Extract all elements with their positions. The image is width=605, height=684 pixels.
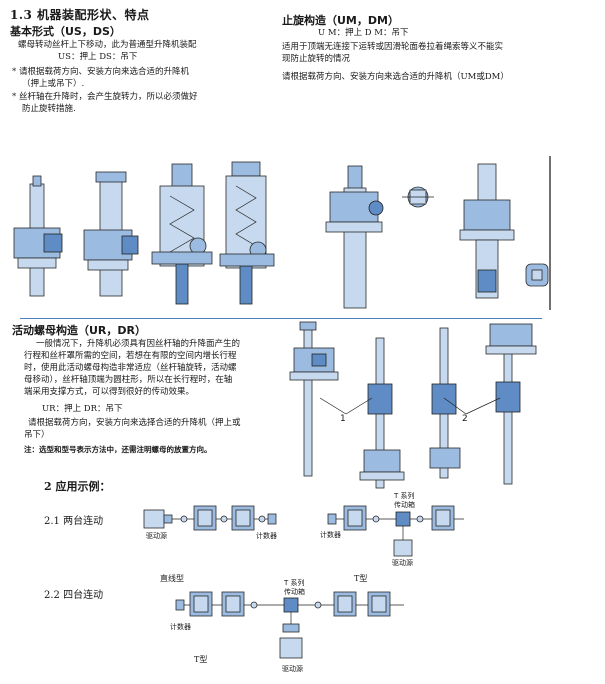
basic-form-title: 基本形式（US，DS）: [10, 25, 121, 38]
anti-rotation-title: 止旋构造（UM，DM）: [282, 14, 399, 27]
t-type-label-2: T型: [194, 655, 208, 664]
drive-source-label-2: 驱动源: [392, 559, 413, 567]
basic-note-2a: * 丝杆轴在升降时，会产生旋转力，所以必须做好: [12, 92, 198, 102]
counter-label: 计数器: [256, 532, 277, 540]
moving-p5: 端采用支撑方式，可以得到很好的传动效果。: [24, 387, 195, 397]
four-unit-t-diagram: [175, 591, 404, 659]
subsection-2-2: 2.2 四台连动: [44, 590, 104, 601]
anti-line-4: 请根据载荷方向、安装方向来选合适的升降机（UM或DM）: [282, 72, 509, 82]
t-type-label: T型: [354, 574, 368, 583]
basic-note-1a: * 请根据载荷方向、安装方向来选合适的升降机: [12, 67, 189, 77]
basic-line-1: 螺母转动丝杆上下移动，此为普通型升降机装配: [18, 40, 197, 50]
moving-p6: UR：押上 DR：吊下: [42, 404, 123, 414]
moving-nut-title: 活动螺母构造（UR，DR）: [12, 324, 147, 337]
counter-label-2: 计数器: [320, 531, 341, 539]
callout-2: 2: [462, 414, 468, 424]
counter-label-3: 计数器: [170, 623, 191, 631]
t-box-label-2b: 传动箱: [284, 588, 305, 596]
basic-note-1b: （押上或吊下）.: [22, 79, 85, 89]
straight-type-label: 直线型: [160, 574, 184, 583]
moving-p2: 行程和丝杆罩所需的空间，若想在有限的空间内增长行程: [24, 351, 237, 361]
section-heading-2: 2 应用示例：: [44, 480, 111, 493]
section-heading-1-3: 1.3 机器装配形状、特点: [10, 8, 150, 22]
moving-p1: 一般情况下，升降机必须具有因丝杆轴的升降面产生的: [36, 339, 241, 349]
moving-p8: 吊下）: [24, 430, 50, 440]
two-unit-straight-diagram: [143, 505, 277, 531]
two-unit-t-diagram: [327, 505, 464, 557]
anti-line-2: 适用于顶端无连接下运转或因滑轮面卷拉着绳索等义不能实: [282, 42, 504, 52]
basic-line-2: US：押上 DS：吊下: [58, 52, 138, 62]
moving-p7: 请根据载荷方向，安装方向来选择合适的升降机（押上或: [28, 418, 241, 428]
t-box-label-2a: T 系列: [284, 579, 305, 587]
anti-line-1: U M：押上 D M：吊下: [318, 28, 409, 38]
moving-p3: 时，使用此活动螺母构造非常适应（丝杆轴旋转，活动螺: [24, 363, 237, 373]
t-box-label-b: 传动箱: [394, 501, 415, 509]
basic-note-2b: 防止旋转措施.: [22, 104, 76, 114]
t-box-label-a: T 系列: [394, 492, 415, 500]
subsection-2-1: 2.1 两台连动: [44, 516, 104, 527]
section-divider: [20, 318, 542, 319]
drive-source-label-3: 驱动源: [282, 665, 303, 673]
drive-source-label: 驱动源: [146, 532, 167, 540]
anti-line-3: 现防止旋转的情况: [282, 54, 351, 64]
jack-cross-sections-illustration: [13, 156, 551, 310]
moving-nut-illustration: [289, 321, 537, 489]
moving-p4: 母移动），丝杆轴顶端为圆柱形，所以在长行程时，在轴: [24, 375, 233, 385]
callout-1: 1: [340, 414, 346, 424]
moving-note: 注：选型和型号表示方法中，还需注明螺母的放置方向。: [24, 445, 212, 454]
